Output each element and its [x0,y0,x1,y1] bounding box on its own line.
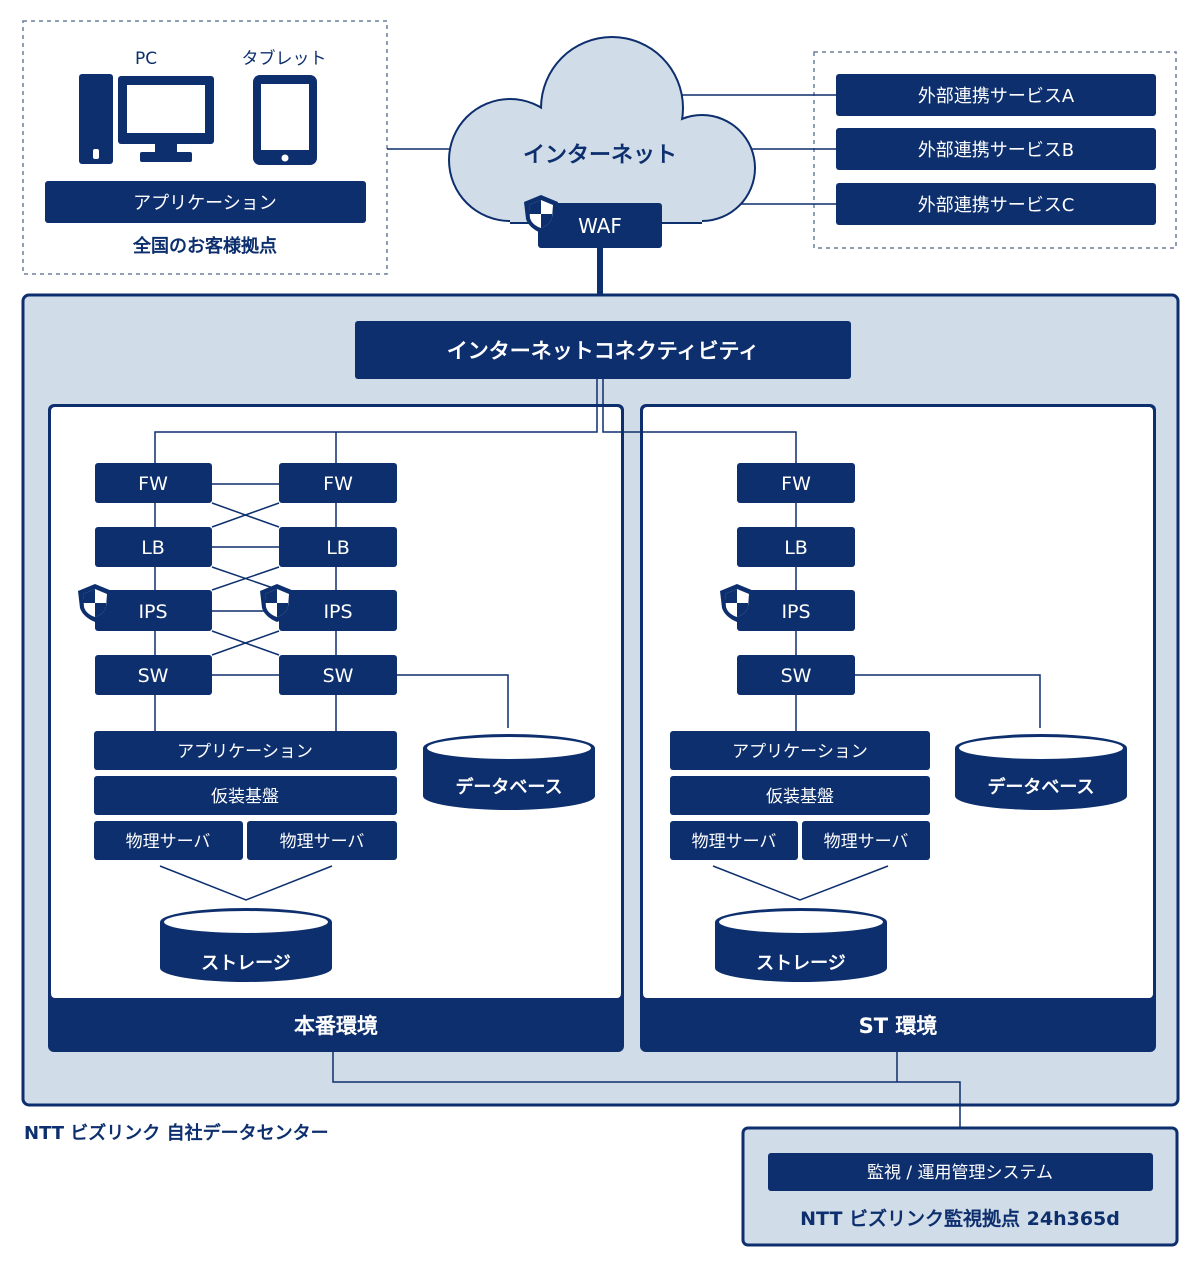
production-ips-1 [95,590,212,631]
production-storage-cylinder [160,908,332,982]
production-lb-2 [279,527,397,567]
tablet-icon [253,75,317,165]
monitoring-title: NTT ビズリンク監視拠点 24h365d [800,1207,1120,1230]
production-server-2-label: 物理サーバ [280,832,365,852]
production-server-1 [94,821,243,860]
production-lb-2-label: LB [326,537,350,559]
production-fw-1-label: FW [138,473,168,495]
external-service-c-label: 外部連携サービスC [918,195,1075,216]
external-service-a-label: 外部連携サービスA [918,86,1075,107]
monitoring-system-label: 監視 / 運用管理システム [867,1163,1053,1183]
production-title: 本番環境 [294,1014,378,1038]
waf-box [538,203,662,248]
monitoring-system-box [768,1153,1153,1191]
production-lb-1-label: LB [141,537,165,559]
staging-server-2-label: 物理サーバ [824,832,909,852]
staging-server-1 [670,821,798,860]
production-fw-2-label: FW [323,473,353,495]
production-fw-2 [279,463,397,503]
external-service-a-box [836,74,1156,116]
waf-to-datacenter-line [597,248,603,321]
staging-sw-label: SW [781,665,812,687]
external-services-border [813,51,1177,249]
staging-storage-cylinder [715,908,887,982]
staging-application-box [670,731,930,770]
production-ips-2 [279,590,397,631]
staging-ips [737,590,855,631]
desktop-computer-icon [79,74,214,164]
staging-virtual-box [670,776,930,815]
staging-fw [737,463,855,503]
production-lb-1 [95,527,212,567]
staging-lb-label: LB [784,537,808,559]
datacenter-title: NTT ビズリンク 自社データセンター [24,1122,329,1144]
production-sw-1-label: SW [138,665,169,687]
customer-sites-border [22,20,388,275]
production-fw-1 [95,463,212,503]
production-storage-label: ストレージ [201,953,291,974]
staging-application-label: アプリケーション [732,742,868,762]
external-service-b-label: 外部連携サービスB [918,140,1074,161]
connectivity-label: インターネットコネクティビティ [447,339,759,363]
staging-database-cylinder [955,734,1127,810]
connectivity-box [355,321,851,379]
waf-label: WAF [578,214,622,238]
production-database-label: データベース [455,776,562,798]
production-database-cylinder [423,734,595,810]
customer-application-box [45,181,366,223]
production-application-box [94,731,397,770]
external-service-b-box [836,128,1156,170]
production-application-label: アプリケーション [177,742,313,762]
production-server-1-label: 物理サーバ [126,832,211,852]
production-sw-1 [95,655,212,695]
internet-label: インターネット [523,143,677,168]
staging-storage-label: ストレージ [756,953,846,974]
staging-database-label: データベース [987,776,1094,798]
external-service-c-box [836,183,1156,225]
internet-cloud-icon [448,36,756,224]
connector-lines [154,379,1041,1128]
tablet-label: タブレット [242,48,327,69]
staging-title: ST 環境 [859,1014,938,1038]
pc-label: PC [135,49,157,69]
customer-sites-title: 全国のお客様拠点 [132,235,277,257]
staging-fw-label: FW [781,473,811,495]
production-server-2 [247,821,397,860]
staging-ips-label: IPS [781,601,810,623]
staging-server-1-label: 物理サーバ [692,832,777,852]
staging-sw [737,655,855,695]
staging-server-2 [802,821,930,860]
customer-application-label: アプリケーション [133,193,277,214]
production-sw-2-label: SW [323,665,354,687]
staging-virtual-label: 仮装基盤 [766,787,834,807]
production-sw-2 [279,655,397,695]
production-virtual-label: 仮装基盤 [211,787,279,807]
production-ips-2-label: IPS [323,601,352,623]
production-ips-1-label: IPS [138,601,167,623]
production-virtual-box [94,776,397,815]
staging-lb [737,527,855,567]
